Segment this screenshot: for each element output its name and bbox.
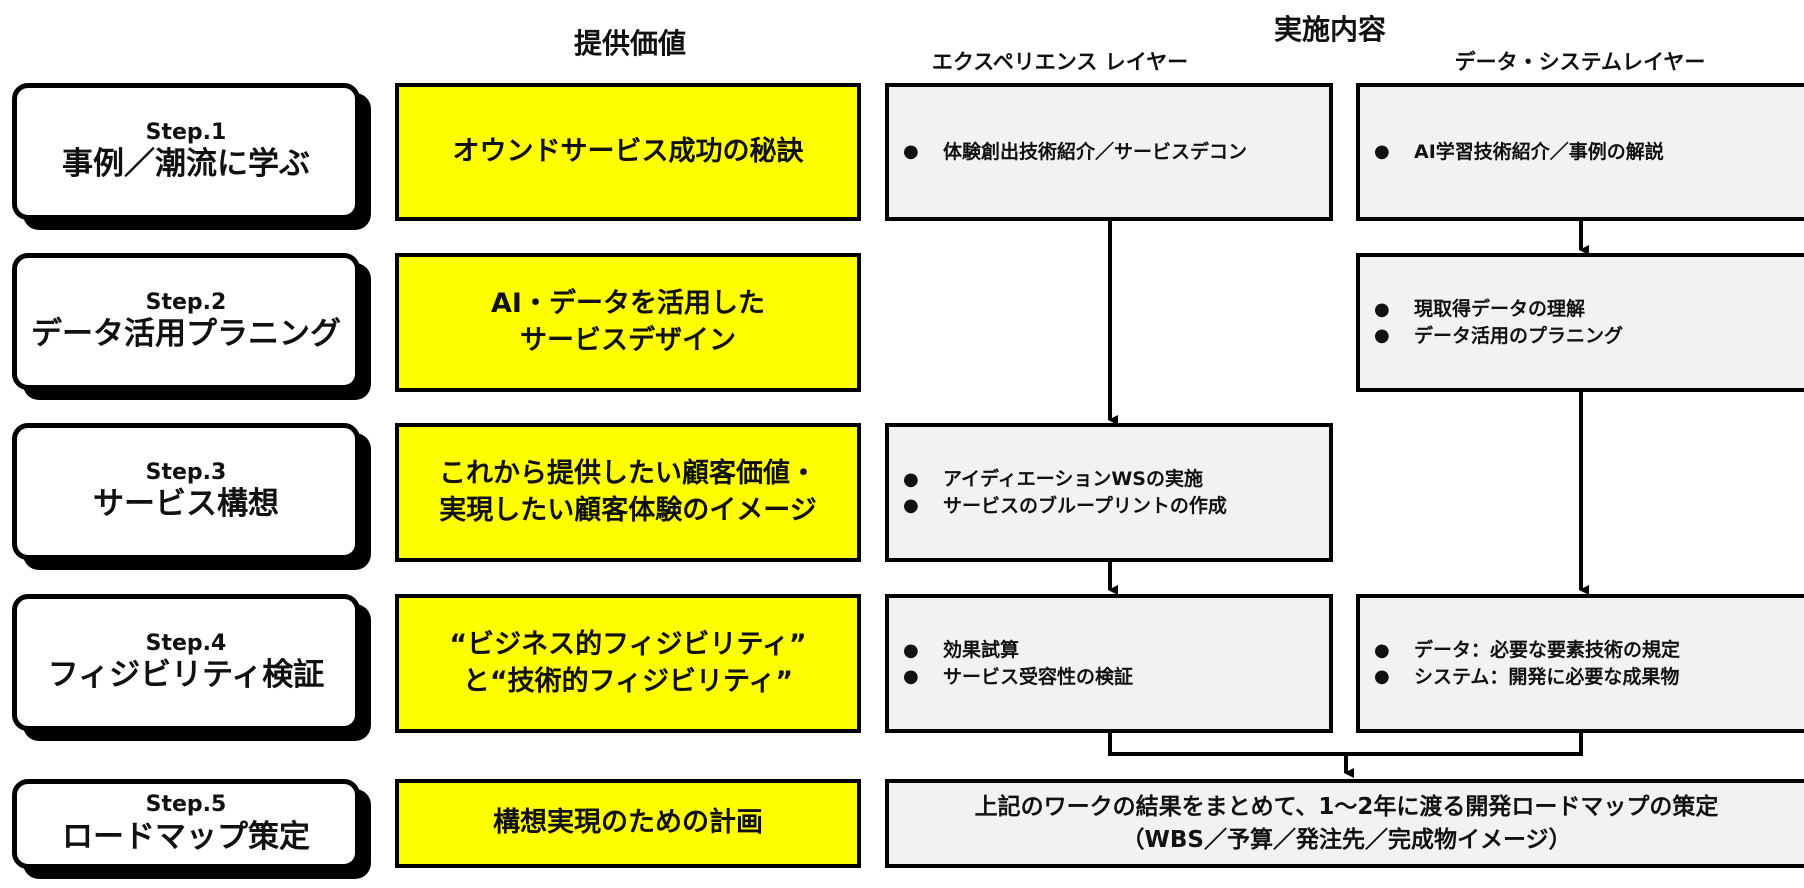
bullet-icon: ● [903,141,919,163]
value-line: オウンドサービス成功の秘訣 [452,135,804,167]
step-title: 事例／潮流に学ぶ [62,146,310,183]
step-2-box: Step.2 データ活用プラニング [12,253,360,390]
experience-box-step-4: ● 効果試算 ● サービス受容性の検証 [885,594,1333,733]
bullet-icon: ● [903,639,919,661]
step-number: Step.3 [145,459,227,485]
bullet-icon: ● [1374,666,1390,688]
step-title: データ活用プラニング [31,316,341,353]
value-line: これから提供したい顧客価値・ [439,458,817,490]
bullet-icon: ● [903,495,919,517]
roadmap-box: 上記のワークの結果をまとめて、1～2年に渡る開発ロードマップの策定 （WBS／予… [885,779,1804,868]
step-5-box: Step.5 ロードマップ策定 [12,779,360,869]
data-box-step-4: ● データ：必要な要素技術の規定 ● システム：開発に必要な成果物 [1356,594,1804,733]
step-4-box: Step.4 フィジビリティ検証 [12,594,360,731]
list-item-text: サービスのブループリントの作成 [943,494,1227,517]
step-1-box: Step.1 事例／潮流に学ぶ [12,83,360,220]
value-line: サービスデザイン [519,324,736,356]
list-item: ● 効果試算 [903,637,1329,664]
step-title: サービス構想 [93,486,279,523]
roadmap-line: （WBS／予算／発注先／完成物イメージ） [1121,826,1572,853]
value-line: “ビジネス的フィジビリティ” [449,629,807,661]
value-line: AI・データを活用した [491,288,765,320]
step-number: Step.2 [145,289,227,315]
bullet-icon: ● [1374,325,1390,347]
list-item-text: サービス受容性の検証 [943,665,1134,688]
experience-box-step-3: ● アイディエーションWSの実施 ● サービスのブループリントの作成 [885,423,1333,562]
experience-column-header: エクスペリエンス レイヤー [931,50,1189,74]
list-item: ● データ：必要な要素技術の規定 [1374,637,1804,664]
value-box-step-2: AI・データを活用した サービスデザイン [395,253,861,392]
value-line: と“技術的フィジビリティ” [462,665,794,697]
step-number: Step.1 [145,119,227,145]
merge-connector [1108,733,1583,756]
value-line: 実現したい顧客体験のイメージ [439,494,817,526]
value-line: 構想実現のための計画 [493,807,763,839]
list-item: ● 体験創出技術紹介／サービスデコン [903,139,1329,166]
list-item-text: 効果試算 [943,638,1020,661]
list-item-text: アイディエーションWSの実施 [943,467,1203,490]
list-item: ● データ活用のプラニング [1374,323,1804,350]
list-item-text: システム：開発に必要な成果物 [1414,665,1680,688]
step-3-box: Step.3 サービス構想 [12,423,360,560]
list-item-text: 体験創出技術紹介／サービスデコン [943,140,1248,163]
bullet-icon: ● [903,468,919,490]
list-item-text: 現取得データの理解 [1414,297,1586,320]
bullet-icon: ● [1374,639,1390,661]
list-item: ● 現取得データの理解 [1374,296,1804,323]
step-number: Step.4 [145,630,227,656]
data-column-header: データ・システムレイヤー [1454,50,1706,74]
value-column-header: 提供価値 [573,27,686,60]
list-item-text: データ：必要な要素技術の規定 [1414,638,1681,661]
step-title: ロードマップ策定 [62,818,310,855]
list-item: ● アイディエーションWSの実施 [903,466,1329,493]
value-box-step-1: オウンドサービス成功の秘訣 [395,83,861,221]
roadmap-line: 上記のワークの結果をまとめて、1～2年に渡る開発ロードマップの策定 [974,794,1719,821]
bullet-icon: ● [1374,141,1390,163]
step-number: Step.5 [145,792,227,818]
value-box-step-4: “ビジネス的フィジビリティ” と“技術的フィジビリティ” [395,594,861,733]
bullet-icon: ● [1374,298,1390,320]
main-header: 実施内容 [1273,13,1386,46]
list-item-text: データ活用のプラニング [1414,324,1624,347]
value-box-step-5: 構想実現のための計画 [395,779,861,868]
experience-box-step-1: ● 体験創出技術紹介／サービスデコン [885,83,1333,221]
list-item-text: AI学習技術紹介／事例の解説 [1414,140,1664,163]
data-box-step-2: ● 現取得データの理解 ● データ活用のプラニング [1356,253,1804,392]
bullet-icon: ● [903,666,919,688]
step-title: フィジビリティ検証 [47,657,325,694]
value-box-step-3: これから提供したい顧客価値・ 実現したい顧客体験のイメージ [395,423,861,562]
list-item: ● サービスのブループリントの作成 [903,493,1329,520]
list-item: ● システム：開発に必要な成果物 [1374,664,1804,691]
list-item: ● AI学習技術紹介／事例の解説 [1374,139,1804,166]
list-item: ● サービス受容性の検証 [903,664,1329,691]
data-box-step-1: ● AI学習技術紹介／事例の解説 [1356,83,1804,221]
